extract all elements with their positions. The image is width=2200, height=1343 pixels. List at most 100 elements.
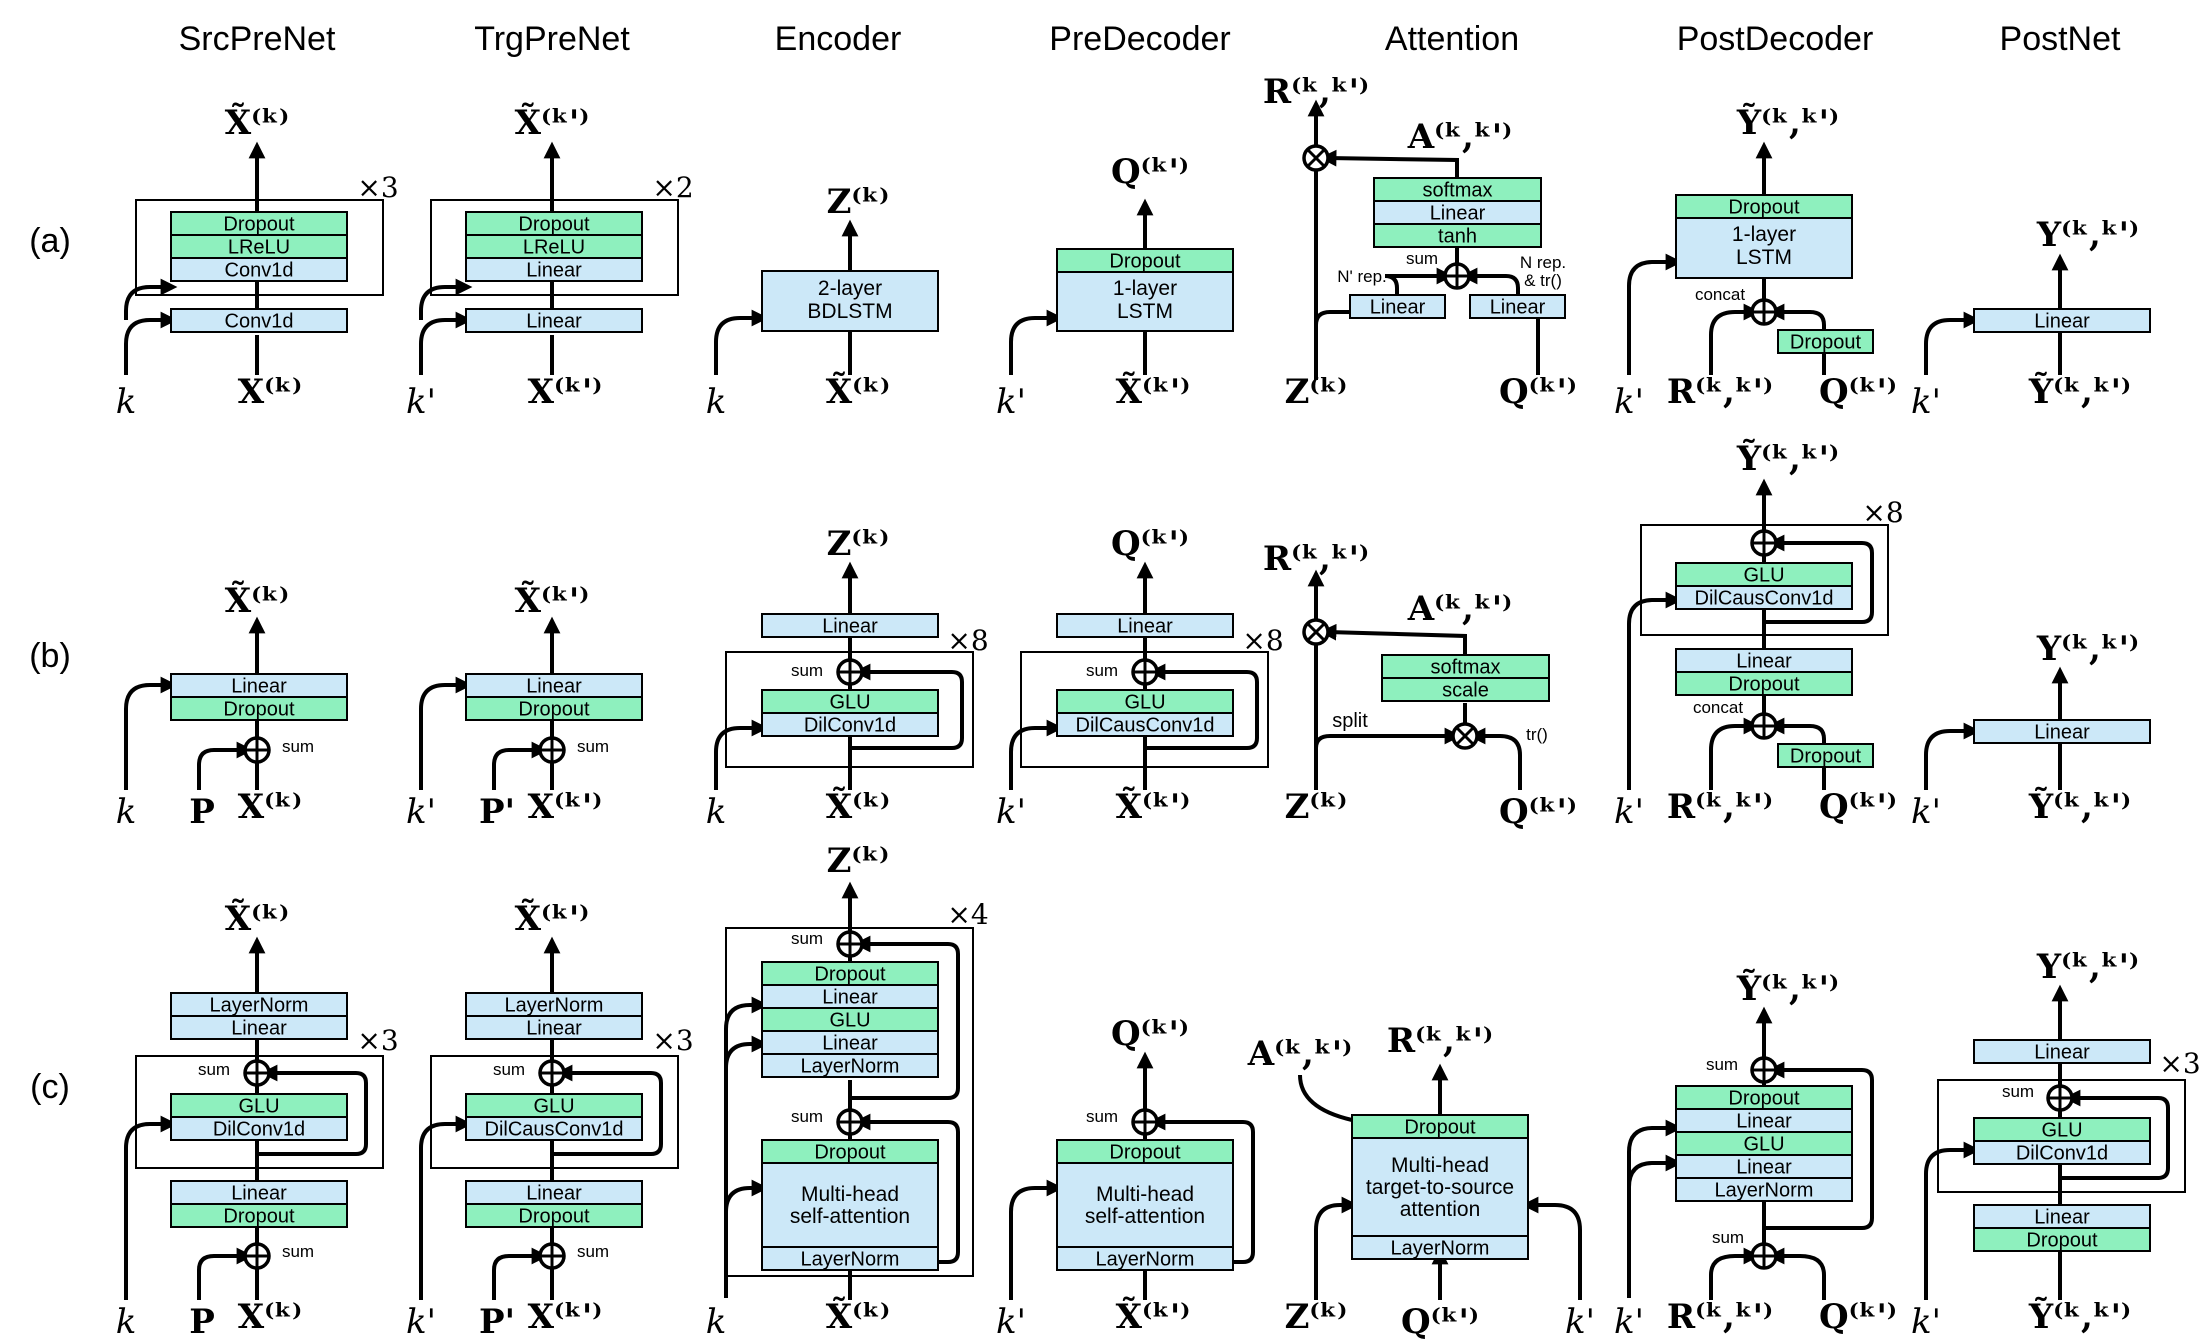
label-sum: sum — [1712, 1228, 1744, 1247]
side-input-wire — [724, 996, 769, 1298]
block-label-dilcausconv: DilCausConv1d — [1695, 588, 1834, 610]
multiply-node-bar — [1455, 726, 1475, 746]
output-Ytilde-kkp: Ỹ⁽ᵏ,ᵏ'⁾ — [1736, 969, 1839, 1009]
connection-wire — [1767, 717, 1826, 744]
label-sum: sum — [577, 1242, 609, 1261]
side-input-wire — [714, 719, 769, 790]
block-label-lstm2: LSTM — [1736, 246, 1792, 269]
input-P: P — [189, 1302, 215, 1342]
side-input-wire — [1924, 1141, 1981, 1300]
input-Z-k: Z⁽ᵏ⁾ — [1285, 372, 1348, 412]
block-label-mh2: self-attention — [1085, 1205, 1205, 1228]
repeat-count-x4: ×4 — [947, 898, 988, 931]
block-linear — [761, 613, 939, 638]
block-scale — [1381, 677, 1550, 702]
input-X-k: X⁽ᵏ⁾ — [238, 787, 302, 827]
block-label-glu: GLU — [1124, 692, 1165, 714]
output-R-kkp: R⁽ᵏ,ᵏ'⁾ — [1387, 1021, 1493, 1061]
block-dropout — [465, 696, 643, 721]
input-Z-k: Z⁽ᵏ⁾ — [1285, 1297, 1348, 1337]
label-sum: sum — [791, 661, 823, 680]
input-Ytilde-kkp: Ỹ⁽ᵏ,ᵏ'⁾ — [2028, 1297, 2131, 1337]
side-input-wire — [1627, 1119, 1683, 1298]
label-sum: sum — [577, 737, 609, 756]
residual-skip-wire — [850, 935, 960, 1100]
block-label-mh1: Multi-head — [801, 1183, 899, 1206]
block-linear — [1973, 308, 2151, 333]
input-k: k — [116, 1302, 137, 1342]
output-Q-kp: Q⁽ᵏ'⁾ — [1111, 152, 1189, 192]
connection-wire — [1314, 1196, 1359, 1300]
repeat-count-x3: ×3 — [2159, 1047, 2200, 1080]
input-Q-kp: Q⁽ᵏ'⁾ — [1819, 787, 1897, 827]
input-R-kkp: R⁽ᵏ,ᵏ'⁾ — [1667, 372, 1773, 412]
block-label-linear: Linear — [526, 311, 582, 333]
block-label-glu: GLU — [1743, 1134, 1784, 1156]
block-label-linear: Linear — [2034, 722, 2090, 744]
repeat-frame — [135, 1055, 384, 1169]
block-label-softmax: softmax — [1422, 180, 1492, 202]
input-Q-kp: Q⁽ᵏ'⁾ — [1819, 372, 1897, 412]
connection-wire — [1314, 727, 1462, 760]
output-Y-kkp: Y⁽ᵏ,ᵏ'⁾ — [2036, 629, 2139, 669]
block-linear — [1973, 719, 2151, 744]
block-label-dropout: Dropout — [814, 964, 886, 986]
block-conv1d — [170, 308, 348, 333]
block-label-linear: Linear — [1736, 651, 1792, 673]
output-Xtilde-k: X̃⁽ᵏ⁾ — [225, 581, 289, 621]
input-P: P — [189, 792, 215, 832]
block-dropout — [1973, 1227, 2151, 1252]
label-sum: sum — [1086, 1107, 1118, 1126]
block-mh1,mh2 — [761, 1162, 939, 1248]
block-label-dropout: Dropout — [1790, 332, 1862, 354]
block-label-dropout: Dropout — [518, 699, 590, 721]
input-X-k: X⁽ᵏ⁾ — [238, 372, 302, 412]
label-sum: sum — [791, 1107, 823, 1126]
side-input-wire — [1009, 1179, 1064, 1300]
block-linear — [1349, 294, 1446, 319]
output-Xtilde-kp: X̃⁽ᵏ'⁾ — [515, 103, 590, 143]
connection-wire — [1767, 1247, 1826, 1300]
input-Xtilde-kp: X̃⁽ᵏ'⁾ — [1116, 372, 1191, 412]
side-input-wire — [124, 1115, 178, 1300]
column-header-2: Encoder — [775, 20, 902, 58]
label-sum: sum — [791, 929, 823, 948]
block-lstm — [1056, 271, 1234, 332]
label-sum: sum — [198, 1060, 230, 1079]
block-dilcausconv — [1675, 585, 1853, 610]
block-label-layernorm: LayerNorm — [801, 1056, 900, 1078]
connection-wire — [492, 1247, 549, 1300]
input-Xtilde-k: X̃⁽ᵏ⁾ — [826, 787, 890, 827]
label-concat: concat — [1693, 698, 1743, 717]
connection-wire — [1709, 303, 1761, 375]
block-layernorm — [1056, 1246, 1234, 1271]
side-input-wire — [419, 311, 473, 375]
block-label-linear: Linear — [2034, 1042, 2090, 1064]
side-input-wire — [124, 311, 178, 375]
connection-wire — [197, 1247, 254, 1300]
block-label-linear: Linear — [526, 1018, 582, 1040]
label-Nprep: N' rep. — [1337, 267, 1387, 286]
residual-skip-wire — [850, 1113, 960, 1264]
block-label-glu: GLU — [2041, 1120, 2082, 1142]
input-Q-kp: Q⁽ᵏ'⁾ — [1499, 792, 1577, 832]
connection-wire — [1709, 1247, 1761, 1300]
block-dilcausconv — [465, 1116, 643, 1141]
output-A-kkp: A⁽ᵏ,ᵏ'⁾ — [1407, 117, 1512, 157]
connection-wire — [1460, 267, 1520, 295]
block-label-dilconv: DilConv1d — [213, 1119, 305, 1141]
repeat-count-x8: ×8 — [1242, 624, 1283, 657]
label-Nrep: N rep. — [1520, 253, 1566, 272]
side-input-wire — [419, 1115, 473, 1300]
block-layernorm — [761, 1053, 939, 1078]
input-kp: k' — [1911, 792, 1941, 832]
input-X-kp: X⁽ᵏ'⁾ — [528, 787, 603, 827]
block-dropout — [1675, 671, 1853, 696]
connection-wire — [492, 741, 549, 790]
residual-skip-wire — [552, 1064, 663, 1156]
output-Z-k: Z⁽ᵏ⁾ — [827, 524, 890, 564]
residual-skip-wire — [257, 1064, 368, 1156]
residual-skip-wire — [1145, 663, 1259, 750]
side-input-wire — [1627, 1154, 1683, 1298]
input-k: k — [706, 1302, 727, 1342]
